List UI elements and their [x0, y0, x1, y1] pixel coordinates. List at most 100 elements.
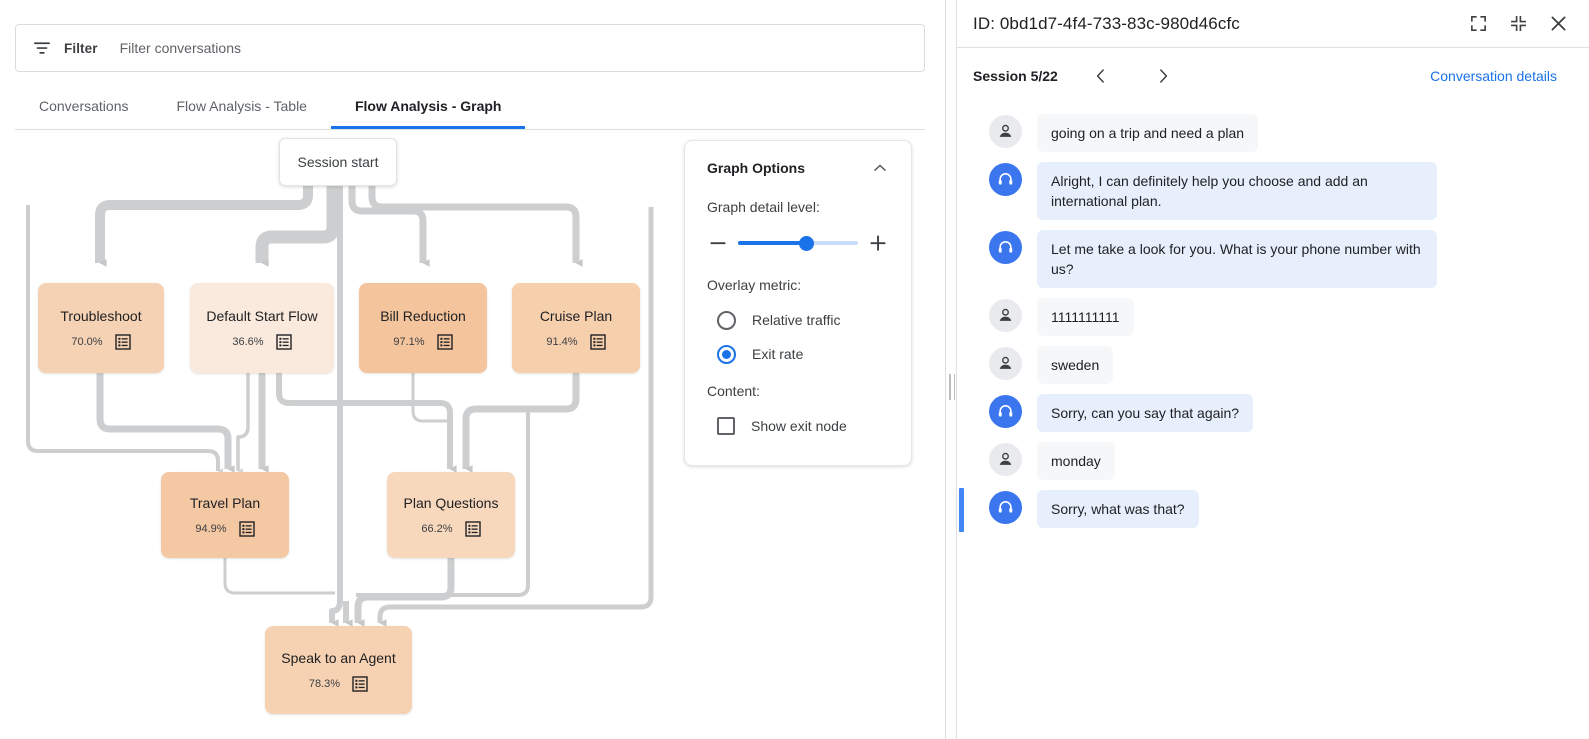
- graph-node-travel-plan[interactable]: Travel Plan 94.9%: [161, 472, 289, 558]
- node-meta: 97.1%: [393, 333, 453, 350]
- flow-graph-canvas[interactable]: Session start Troubleshoot 70.0%: [0, 131, 945, 739]
- user-avatar-icon: [989, 443, 1022, 476]
- node-label: Plan Questions: [403, 494, 499, 511]
- close-icon[interactable]: [1541, 7, 1575, 41]
- session-start-label: Session start: [297, 154, 379, 170]
- expand-icon[interactable]: [1461, 7, 1495, 41]
- conversation-pane: ID: 0bd1d7-4f4-733-83c-980d46cfc Session…: [956, 0, 1589, 739]
- message-row: Alright, I can definitely help you choos…: [957, 157, 1589, 225]
- filter-label: Filter: [64, 40, 98, 56]
- plus-icon[interactable]: [867, 232, 889, 254]
- slider-fill: [738, 241, 807, 245]
- message-bubble: sweden: [1037, 346, 1114, 384]
- checkbox-label: Show exit node: [751, 418, 847, 434]
- node-metric: 70.0%: [71, 335, 103, 348]
- node-metric: 78.3%: [308, 677, 341, 690]
- node-label: Cruise Plan: [539, 307, 613, 324]
- radio-label: Relative traffic: [752, 312, 841, 328]
- flow-analysis-pane: Filter Conversations Flow Analysis - Tab…: [0, 24, 945, 739]
- graph-node-default-start-flow[interactable]: Default Start Flow 36.6%: [190, 283, 334, 373]
- message-row-highlighted: Sorry, what was that?: [957, 485, 1589, 533]
- node-label: Troubleshoot: [60, 307, 142, 324]
- agent-avatar-icon: [989, 395, 1022, 428]
- node-metric: 66.2%: [421, 522, 453, 535]
- chevron-right-icon[interactable]: [1146, 59, 1180, 93]
- radio-exit-rate[interactable]: Exit rate: [707, 337, 889, 371]
- message-row: going on a trip and need a plan: [957, 109, 1589, 157]
- chevron-left-icon[interactable]: [1084, 59, 1118, 93]
- message-row: Sorry, can you say that again?: [957, 389, 1589, 437]
- user-avatar-icon: [989, 347, 1022, 380]
- analysis-tabs: Conversations Flow Analysis - Table Flow…: [15, 90, 925, 130]
- radio-icon-selected[interactable]: [717, 344, 736, 364]
- list-icon[interactable]: [114, 333, 131, 350]
- minus-icon[interactable]: [707, 232, 729, 254]
- overlay-metric-label: Overlay metric:: [707, 277, 802, 293]
- message-row: 1111111111: [957, 293, 1589, 341]
- filter-input[interactable]: [119, 40, 820, 56]
- flow-graph-edges: [26, 181, 654, 627]
- graph-detail-level-slider[interactable]: [707, 225, 889, 261]
- node-meta: 94.9%: [195, 520, 255, 537]
- radio-relative-traffic[interactable]: Relative traffic: [707, 303, 889, 337]
- session-start-node[interactable]: Session start: [279, 138, 397, 186]
- radio-label: Exit rate: [752, 346, 804, 362]
- node-meta: 91.4%: [546, 333, 606, 350]
- list-icon[interactable]: [352, 675, 368, 692]
- session-counter: Session 5/22: [973, 67, 1058, 84]
- conversation-details-link[interactable]: Conversation details: [1430, 67, 1557, 84]
- message-bubble: Let me take a look for you. What is your…: [1037, 230, 1437, 288]
- radio-icon[interactable]: [717, 310, 736, 330]
- filter-bar[interactable]: Filter: [15, 24, 925, 72]
- tab-conversations[interactable]: Conversations: [39, 98, 129, 114]
- node-metric: 91.4%: [546, 335, 578, 348]
- slider-track[interactable]: [738, 235, 858, 251]
- graph-node-plan-questions[interactable]: Plan Questions 66.2%: [387, 472, 515, 558]
- message-bubble: going on a trip and need a plan: [1037, 114, 1259, 152]
- filter-icon: [32, 38, 52, 58]
- checkbox-show-exit-node[interactable]: Show exit node: [707, 409, 889, 443]
- session-nav: Session 5/22 Conversation details: [957, 48, 1589, 103]
- graph-node-cruise-plan[interactable]: Cruise Plan 91.4%: [512, 283, 640, 373]
- graph-detail-level-label: Graph detail level:: [707, 199, 820, 215]
- message-bubble: 1111111111: [1037, 298, 1134, 336]
- list-icon[interactable]: [464, 520, 481, 537]
- grip-bar: [949, 374, 951, 400]
- list-icon[interactable]: [589, 333, 606, 350]
- graph-node-troubleshoot[interactable]: Troubleshoot 70.0%: [38, 283, 164, 373]
- message-bubble: Sorry, what was that?: [1037, 490, 1199, 528]
- graph-node-bill-reduction[interactable]: Bill Reduction 97.1%: [359, 283, 487, 373]
- graph-options-card: Graph Options Graph detail level:: [684, 140, 912, 466]
- agent-avatar-icon: [989, 163, 1022, 196]
- graph-options-title: Graph Options: [707, 160, 805, 176]
- slider-thumb[interactable]: [798, 235, 814, 251]
- list-icon[interactable]: [238, 520, 255, 537]
- list-icon[interactable]: [436, 333, 453, 350]
- conversation-id: ID: 0bd1d7-4f4-733-83c-980d46cfc: [973, 13, 1240, 33]
- node-meta: 36.6%: [232, 333, 292, 350]
- conversation-header: ID: 0bd1d7-4f4-733-83c-980d46cfc: [957, 0, 1589, 48]
- pane-splitter[interactable]: [945, 0, 956, 739]
- collapse-icon[interactable]: [1501, 7, 1535, 41]
- node-metric: 97.1%: [393, 335, 425, 348]
- message-row: monday: [957, 437, 1589, 485]
- message-bubble: Alright, I can definitely help you choos…: [1037, 162, 1437, 220]
- graph-node-speak-to-an-agent[interactable]: Speak to an Agent 78.3%: [265, 626, 412, 714]
- graph-options-header: Graph Options: [707, 159, 889, 177]
- node-label: Bill Reduction: [380, 307, 466, 324]
- user-avatar-icon: [989, 299, 1022, 332]
- tab-flow-analysis-table[interactable]: Flow Analysis - Table: [176, 98, 307, 114]
- splitter-grip-icon[interactable]: [949, 374, 955, 400]
- message-row: Let me take a look for you. What is your…: [957, 225, 1589, 293]
- tab-flow-analysis-graph[interactable]: Flow Analysis - Graph: [330, 90, 526, 129]
- message-bubble: Sorry, can you say that again?: [1037, 394, 1254, 432]
- chevron-up-icon[interactable]: [871, 159, 889, 177]
- agent-avatar-icon: [989, 491, 1022, 524]
- node-label: Speak to an Agent: [281, 649, 396, 666]
- user-avatar-icon: [989, 115, 1022, 148]
- list-icon[interactable]: [275, 333, 292, 350]
- node-meta: 66.2%: [421, 520, 481, 537]
- checkbox-icon[interactable]: [717, 417, 735, 435]
- node-meta: 78.3%: [308, 675, 368, 692]
